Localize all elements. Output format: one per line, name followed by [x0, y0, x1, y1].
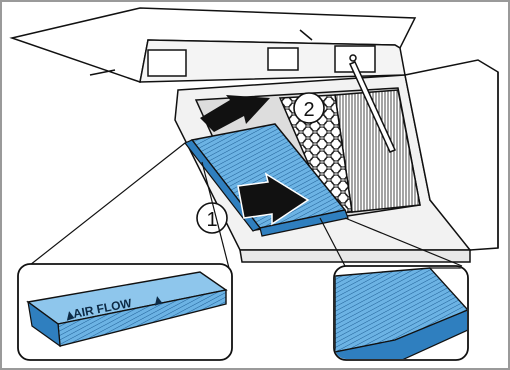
step-1-number: 1: [206, 209, 217, 231]
detail-inset-airflow: AIR FLOW: [17, 263, 233, 361]
arrow-down-step-1: [237, 172, 310, 226]
support-rod: [348, 54, 397, 153]
step-2-number: 2: [303, 99, 314, 121]
step-marker-2: 2: [293, 92, 325, 124]
hood-lid: [9, 7, 417, 83]
airflow-arrow-right-icon: [154, 296, 163, 306]
step-marker-1: 1: [196, 202, 228, 234]
airflow-arrow-left-icon: [66, 311, 75, 321]
zoom-lines: [29, 142, 463, 273]
detail-inset-corner: [333, 265, 469, 361]
arrow-up-step-2: [200, 95, 270, 132]
